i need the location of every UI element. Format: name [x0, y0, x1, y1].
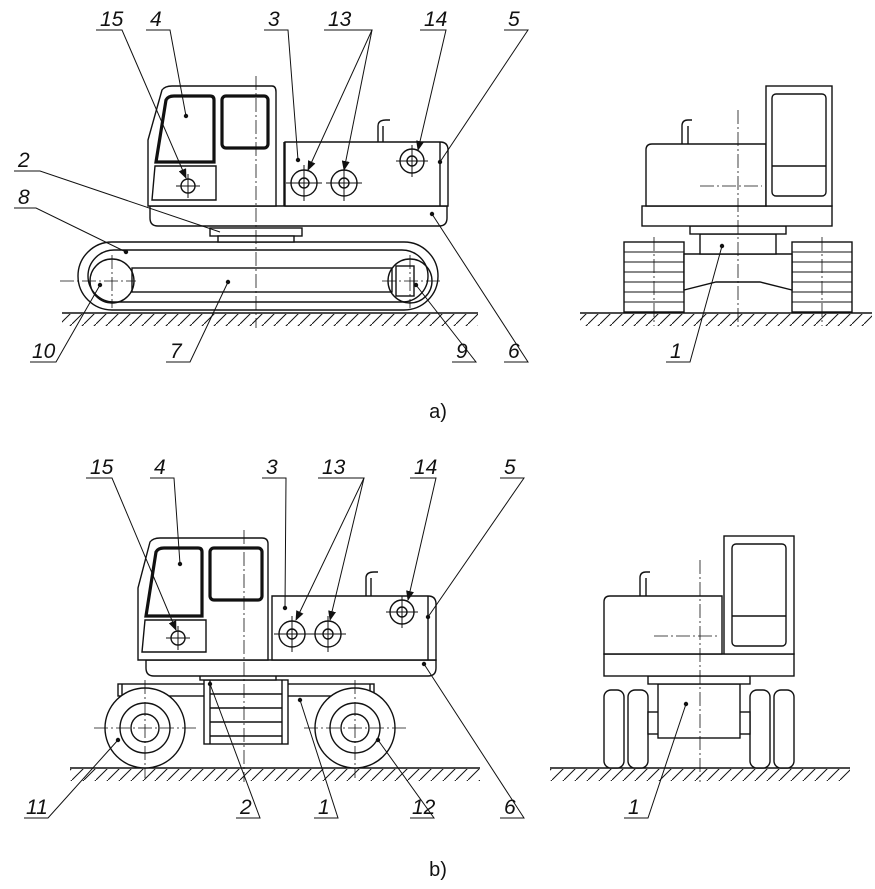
caption-b: b) [429, 859, 447, 881]
track-inner [87, 249, 429, 303]
label-6: 6 [508, 340, 520, 363]
label-15-b: 15 [90, 456, 114, 479]
label-12: 12 [412, 796, 436, 819]
label-4-b: 4 [154, 456, 166, 479]
label-13: 13 [328, 8, 352, 31]
label-2: 2 [17, 149, 30, 172]
label-13-b: 13 [322, 456, 346, 479]
engine-housing-front [645, 143, 767, 207]
turntable-platform [149, 205, 448, 227]
label-1-b: 1 [318, 796, 330, 819]
turntable-platform-b [145, 659, 437, 677]
label-3: 3 [268, 8, 280, 31]
label-5: 5 [508, 8, 520, 31]
engine-housing [284, 141, 449, 207]
cab-door [151, 165, 217, 201]
label-9: 9 [456, 340, 468, 363]
cab-door-window [154, 94, 216, 164]
label-5-b: 5 [504, 456, 516, 479]
cab-side-window [220, 94, 270, 150]
cab-front-b [723, 535, 795, 655]
cab-side-window-b [208, 546, 264, 602]
engine-housing-front-b [603, 595, 723, 655]
label-2-b: 2 [239, 796, 252, 819]
label-4: 4 [150, 8, 162, 31]
label-11: 11 [26, 796, 48, 819]
crawler-excavator-front-view: 1 [580, 85, 872, 363]
label-14-b: 14 [414, 456, 437, 479]
crawler-excavator-side-view: 15 4 3 13 14 5 2 8 10 7 9 6 [14, 8, 529, 363]
cab-front [765, 85, 833, 207]
label-15: 15 [100, 8, 124, 31]
wheeled-excavator-side-view: 15 4 3 13 14 5 11 2 1 12 6 [24, 456, 525, 819]
label-7: 7 [170, 340, 183, 363]
exhaust-pipe [377, 119, 390, 142]
label-3-b: 3 [266, 456, 278, 479]
platform-front [641, 205, 833, 227]
label-10: 10 [32, 340, 56, 363]
cab [147, 85, 277, 207]
undercarriage-front-b [657, 683, 741, 739]
track-frame [131, 267, 393, 293]
caption-a: a) [429, 401, 447, 423]
label-1-front-b: 1 [628, 796, 640, 819]
access-steps [203, 679, 289, 745]
label-8: 8 [18, 186, 30, 209]
label-14: 14 [424, 8, 447, 31]
label-1-front-a: 1 [670, 340, 682, 363]
cab-door-window-b [144, 546, 204, 618]
label-6-b: 6 [504, 796, 516, 819]
ground-hatch [62, 314, 478, 326]
wheeled-excavator-front-view: 1 [550, 535, 850, 819]
platform-front-b [603, 653, 795, 677]
